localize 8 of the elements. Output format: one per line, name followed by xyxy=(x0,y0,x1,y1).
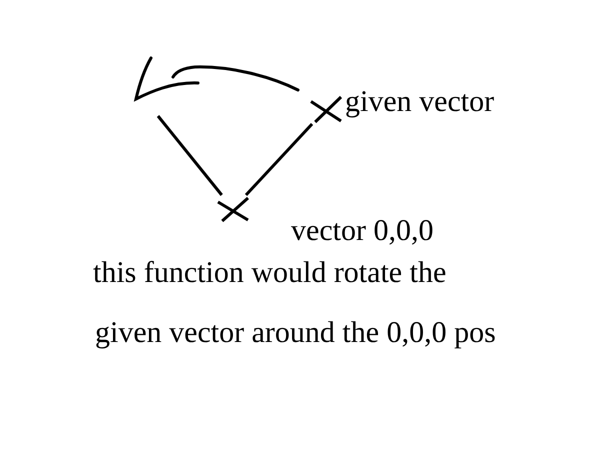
connector-line xyxy=(244,122,314,196)
cross-mark xyxy=(215,195,251,223)
connector-line xyxy=(156,115,223,196)
note-text: given vector around the 0,0,0 pos xyxy=(95,316,496,350)
cross-mark xyxy=(308,94,344,124)
note-text: this function would rotate the xyxy=(93,256,446,290)
point-label: given vector xyxy=(345,85,494,119)
point-label: vector 0,0,0 xyxy=(291,214,434,248)
